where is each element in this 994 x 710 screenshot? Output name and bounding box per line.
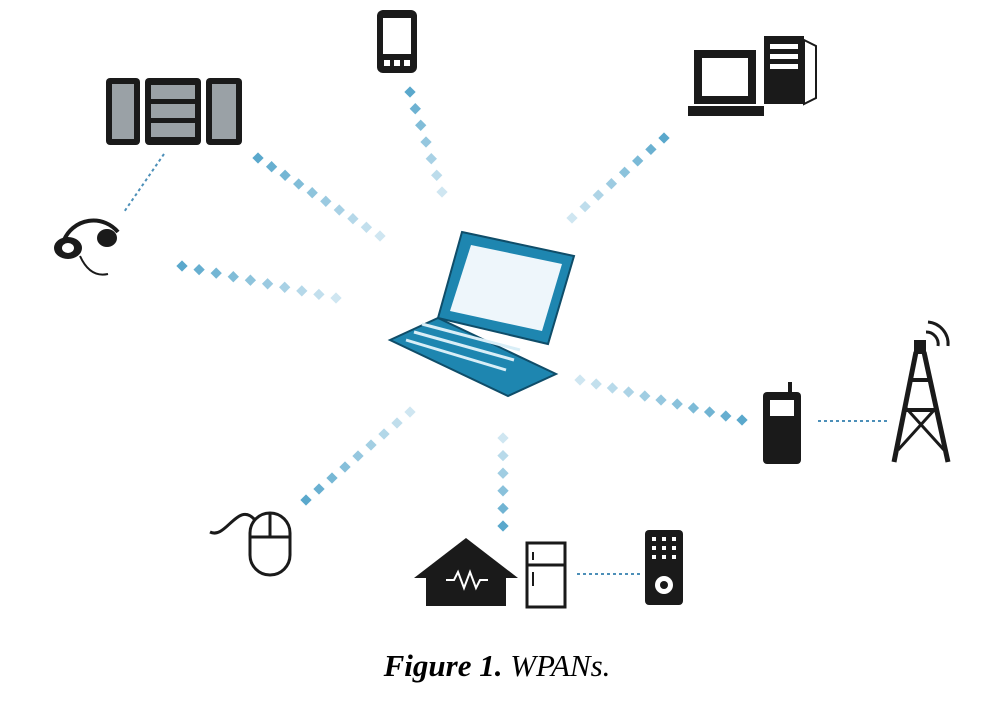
link-dot bbox=[645, 143, 657, 156]
remote-control-icon bbox=[645, 530, 683, 605]
link-dot bbox=[391, 417, 403, 429]
server-rack-icon bbox=[106, 78, 242, 145]
link-dot bbox=[261, 278, 274, 290]
link-mouse bbox=[300, 406, 416, 506]
cell-tower-icon bbox=[891, 320, 951, 463]
link-dot bbox=[497, 485, 509, 497]
link-dot bbox=[244, 274, 257, 286]
figure-caption-text: WPANs. bbox=[510, 648, 611, 683]
link-dot bbox=[736, 414, 748, 426]
mouse-icon bbox=[209, 511, 292, 577]
desktop-computer-icon bbox=[688, 36, 817, 116]
link-dot bbox=[497, 502, 509, 515]
link-dot bbox=[227, 271, 239, 283]
link-dot bbox=[265, 161, 278, 173]
link-dot bbox=[622, 386, 635, 398]
link-server bbox=[252, 152, 386, 242]
link-smartphone bbox=[404, 86, 448, 198]
link-dot bbox=[210, 267, 222, 279]
link-dot bbox=[365, 439, 377, 451]
link-dot bbox=[296, 285, 308, 297]
link-dot bbox=[436, 186, 448, 198]
mobile-phone-icon bbox=[763, 382, 801, 464]
link-dot bbox=[574, 374, 586, 386]
link-dot bbox=[176, 260, 188, 272]
link-dot bbox=[404, 406, 416, 418]
link-dot bbox=[347, 213, 359, 225]
link-dot bbox=[720, 410, 732, 422]
link-dot bbox=[590, 378, 602, 390]
link-dot bbox=[497, 449, 509, 462]
link-desktop bbox=[566, 132, 670, 224]
smart-home-icon bbox=[414, 538, 518, 606]
link-dot bbox=[425, 153, 437, 165]
link-dot bbox=[497, 432, 509, 444]
link-dot bbox=[306, 187, 318, 199]
link-dot bbox=[374, 230, 386, 242]
smartphone-icon bbox=[377, 10, 417, 73]
link-home bbox=[497, 432, 509, 532]
link-mobile-phone bbox=[574, 374, 748, 426]
link-dot bbox=[330, 292, 342, 304]
link-dot bbox=[313, 483, 325, 495]
link-dot bbox=[415, 119, 427, 131]
link-dot bbox=[404, 86, 416, 98]
link-dot bbox=[326, 472, 338, 484]
link-dot bbox=[320, 195, 332, 207]
wireless-links bbox=[176, 86, 748, 532]
link-dot bbox=[703, 406, 716, 418]
link-dot bbox=[566, 212, 578, 224]
link-dot bbox=[360, 221, 373, 233]
link-dot bbox=[497, 520, 509, 532]
link-dot bbox=[606, 382, 619, 394]
link-dot bbox=[671, 398, 683, 410]
link-dot bbox=[618, 166, 631, 178]
link-dot bbox=[352, 450, 364, 462]
link-dot bbox=[639, 390, 651, 402]
laptop-icon bbox=[387, 230, 576, 398]
headset-icon bbox=[54, 218, 120, 276]
link-dot bbox=[658, 132, 670, 144]
link-dot bbox=[655, 394, 667, 406]
link-dot bbox=[279, 281, 291, 293]
link-dot bbox=[579, 200, 591, 213]
figure-label: Figure 1. bbox=[383, 648, 503, 683]
link-dot bbox=[420, 136, 432, 148]
link-dot bbox=[409, 103, 421, 115]
link-dot bbox=[300, 494, 312, 506]
link-dot bbox=[497, 467, 509, 479]
wpan-diagram bbox=[54, 10, 951, 609]
link-dot bbox=[687, 402, 700, 414]
link-dot bbox=[592, 189, 604, 201]
link-dot bbox=[193, 263, 205, 276]
link-dot bbox=[313, 288, 325, 301]
refrigerator-icon bbox=[525, 541, 567, 609]
figure-caption: Figure 1. WPANs. bbox=[0, 648, 994, 698]
link-headset bbox=[176, 260, 342, 304]
link-dot bbox=[605, 178, 618, 190]
link-dot bbox=[431, 169, 443, 181]
link-dot bbox=[378, 428, 390, 440]
link-dot bbox=[333, 204, 345, 216]
headset-server-link bbox=[123, 153, 165, 213]
link-dot bbox=[252, 152, 264, 164]
link-dot bbox=[293, 178, 305, 190]
link-dot bbox=[279, 169, 291, 181]
link-dot bbox=[339, 461, 351, 473]
link-dot bbox=[632, 155, 644, 167]
